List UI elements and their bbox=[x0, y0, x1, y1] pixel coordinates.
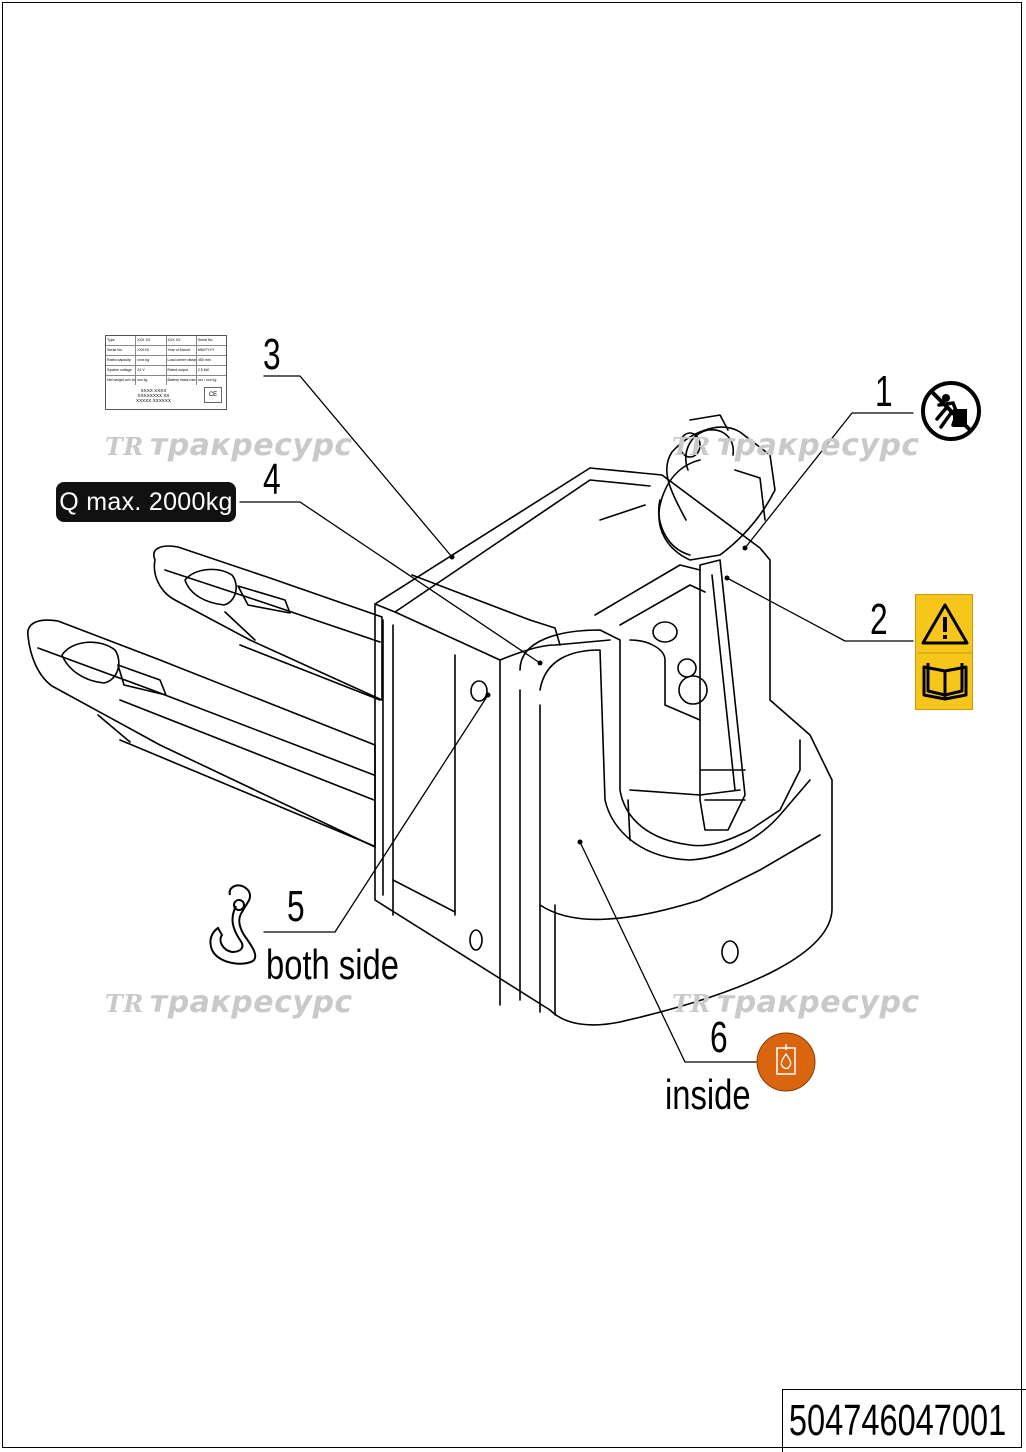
callout-4: 4 bbox=[263, 455, 281, 504]
fork-front bbox=[27, 619, 376, 848]
nameplate-row: Type XXX XX XXX XX Serial No bbox=[106, 336, 226, 346]
nameplate-cell: Serial No. bbox=[106, 346, 137, 355]
nameplate-cell: 2.5 kW bbox=[197, 368, 209, 372]
watermark-text: тракресурс bbox=[149, 985, 353, 1020]
nameplate-cell: xxxx kg bbox=[136, 356, 167, 365]
nameplate-footer-line: XXXXX XXXXXX bbox=[136, 398, 171, 403]
nameplate-footer: XXXX XXXX XXXXXXXX XX XXXXX XXXXXX bbox=[106, 385, 201, 403]
nameplate-cell: Rated output bbox=[167, 366, 197, 375]
nameplate-cell: Year of Manuf. bbox=[167, 346, 197, 355]
tiller-arm bbox=[658, 414, 776, 831]
capacity-label: Q max. 2000kg bbox=[56, 482, 236, 522]
nameplate-cell: XXX XX bbox=[167, 336, 197, 345]
nameplate-row: Net weight w/o battery xxx kg Battery ma… bbox=[106, 376, 226, 385]
callout-2: 2 bbox=[870, 595, 888, 644]
both-side-label: both side bbox=[266, 941, 399, 988]
part-number-box: 504746047001 bbox=[782, 1389, 1026, 1452]
watermark-text: тракресурс bbox=[716, 428, 920, 463]
truck-body bbox=[374, 467, 833, 1026]
warning-triangle-icon bbox=[921, 603, 969, 645]
watermark-text: тракресурс bbox=[149, 428, 353, 463]
nameplate-cell: 24 V bbox=[136, 366, 167, 375]
control-console bbox=[629, 621, 708, 721]
nameplate-cell: XXXXX bbox=[136, 346, 167, 355]
nameplate-cell: Load centre distance bbox=[167, 356, 197, 365]
callout-1: 1 bbox=[875, 367, 893, 416]
nameplate-cell: Serial No bbox=[197, 338, 213, 342]
nameplate-cell: XXX XX bbox=[136, 336, 167, 345]
nameplate-cell: Type bbox=[106, 336, 137, 345]
nameplate-label: Type XXX XX XXX XX Serial No Serial No. … bbox=[105, 335, 227, 410]
callout-5: 5 bbox=[287, 882, 305, 931]
watermark-logo: TR bbox=[105, 432, 144, 461]
nameplate-cell: MM/YYYY bbox=[197, 348, 215, 352]
nameplate-cell: xxx / xxx kg bbox=[197, 378, 217, 382]
callout-3: 3 bbox=[263, 330, 281, 379]
nameplate-row: System voltage 24 V Rated output 2.5 kW bbox=[106, 366, 226, 376]
lifting-hook-icon bbox=[209, 884, 257, 965]
watermark-logo: TR bbox=[672, 432, 711, 461]
nameplate-footer-line: XXXX XXXX bbox=[140, 388, 167, 393]
nameplate-cell: Rated capacity bbox=[106, 356, 137, 365]
nameplate-cell: Battery mass min/max bbox=[167, 376, 197, 385]
leader-lines bbox=[239, 375, 914, 1063]
fork-rear bbox=[153, 545, 383, 701]
watermark-logo: TR bbox=[105, 989, 144, 1018]
ce-mark: CE bbox=[204, 387, 222, 403]
nameplate-cell: System voltage bbox=[106, 366, 137, 375]
callout-6: 6 bbox=[710, 1013, 728, 1062]
nameplate-row: Rated capacity xxxx kg Load centre dista… bbox=[106, 356, 226, 366]
warning-sticker bbox=[915, 594, 973, 710]
no-standing-icon bbox=[921, 381, 981, 441]
inside-label: inside bbox=[665, 1071, 751, 1118]
leader-dots bbox=[449, 545, 748, 845]
read-manual-icon bbox=[922, 663, 968, 701]
hydraulic-oil-icon bbox=[756, 1032, 816, 1092]
part-number: 504746047001 bbox=[788, 1396, 1007, 1445]
nameplate-footer-line: XXXXXXXX XX bbox=[137, 393, 170, 398]
nameplate-cell: 450 mm bbox=[197, 358, 211, 362]
nameplate-cell: xxx kg bbox=[136, 376, 167, 385]
watermark-text: тракресурс bbox=[716, 985, 920, 1020]
nameplate-cell: Net weight w/o battery bbox=[106, 376, 137, 385]
nameplate-row: Serial No. XXXXX Year of Manuf. MM/YYYY bbox=[106, 346, 226, 356]
watermark-logo: TR bbox=[672, 989, 711, 1018]
